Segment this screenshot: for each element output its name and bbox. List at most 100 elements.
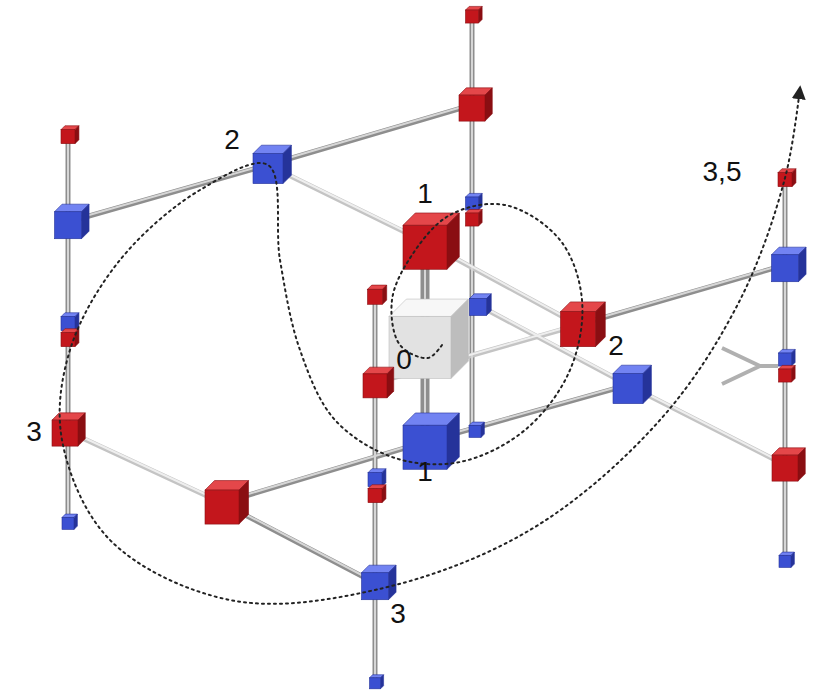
blue-cube <box>55 204 90 239</box>
blue-cube <box>613 365 651 403</box>
cube-front <box>362 573 389 600</box>
red-cube <box>466 6 483 23</box>
cube-side <box>389 565 397 600</box>
cube-side <box>799 247 807 282</box>
cube-front <box>778 173 792 187</box>
rods <box>65 14 785 682</box>
red-cube <box>363 367 394 398</box>
red-cube <box>61 126 79 144</box>
cube-front <box>61 130 75 144</box>
cube-side <box>239 481 249 525</box>
red-cube <box>52 413 85 446</box>
callout-number: 3,5 <box>703 158 742 186</box>
callout-number: 1 <box>417 180 433 208</box>
rod <box>268 105 472 165</box>
cube-side <box>479 6 483 23</box>
red-cube <box>459 88 492 121</box>
cube-front <box>62 517 74 529</box>
cube-side <box>479 209 483 226</box>
cube-side <box>447 213 459 269</box>
blue-cube <box>61 313 79 331</box>
rod-highlight <box>268 164 425 241</box>
blue-cube <box>62 514 77 529</box>
cube-front <box>253 154 283 184</box>
cube-side <box>596 302 606 347</box>
cube-side <box>82 204 90 239</box>
red-cube <box>561 302 606 347</box>
rod <box>222 442 425 503</box>
blue-cube <box>370 675 384 689</box>
red-cube <box>779 365 796 382</box>
spiral-line <box>60 88 800 604</box>
blue-cube <box>253 145 291 183</box>
red-cube <box>403 213 459 269</box>
rod <box>628 385 785 465</box>
cube-side <box>487 294 492 316</box>
cube-side <box>74 514 77 529</box>
cube-front <box>772 255 799 282</box>
cube-side <box>283 145 291 183</box>
cube-front <box>205 490 239 524</box>
cube-side <box>78 413 85 446</box>
rod-highlight <box>578 264 785 324</box>
blue-cube <box>772 247 807 282</box>
cube-side <box>792 365 796 382</box>
red-cube <box>61 329 79 347</box>
blue-cube <box>470 294 492 316</box>
cube-front <box>470 299 487 316</box>
cube-front <box>613 374 643 404</box>
red-cube <box>205 481 249 525</box>
cube-side <box>75 329 79 347</box>
cube-side <box>791 552 794 567</box>
cube-side <box>479 193 483 210</box>
cube-front <box>772 455 798 481</box>
blue-cube <box>368 469 386 487</box>
cube-front <box>368 289 383 304</box>
red-cube <box>368 285 387 304</box>
cube-side <box>447 413 459 469</box>
rod <box>65 430 222 503</box>
rod-highlight <box>222 441 425 502</box>
cube-side <box>383 285 387 304</box>
cube-front <box>469 425 481 437</box>
cubes <box>52 6 806 688</box>
rod <box>578 265 785 325</box>
cube-front <box>403 225 447 269</box>
blue-cube <box>779 349 796 366</box>
cube-side <box>485 88 492 121</box>
callout-number: 0 <box>396 346 412 374</box>
chevron-symbol <box>722 348 760 384</box>
white-cube <box>389 299 468 378</box>
cube-side <box>382 469 386 487</box>
rod-highlight <box>628 384 785 464</box>
cube-front <box>52 420 78 446</box>
cube-front <box>55 212 82 239</box>
cube-front <box>466 10 479 23</box>
cube-side <box>451 299 468 378</box>
cube-front <box>779 353 792 366</box>
spiral-path <box>60 88 800 604</box>
red-cube <box>772 448 805 481</box>
cube-side <box>643 365 651 403</box>
cube-front <box>363 374 387 398</box>
cube-side <box>387 367 394 398</box>
red-cube <box>368 485 386 503</box>
cube-front <box>389 316 451 378</box>
rod <box>268 165 425 242</box>
cube-front <box>779 369 792 382</box>
cube-side <box>798 448 805 481</box>
rod-highlight <box>68 164 268 221</box>
rod-highlight <box>65 429 222 502</box>
cube-side <box>792 169 796 187</box>
callout-number: 3 <box>390 600 406 628</box>
cube-side <box>382 485 386 503</box>
cube-side <box>381 675 384 689</box>
rod-highlight <box>268 104 472 164</box>
blue-cube <box>469 422 484 437</box>
cube-side <box>481 422 484 437</box>
cube-front <box>370 678 381 689</box>
chevron-stem <box>760 364 778 368</box>
callout-number: 3 <box>26 418 42 446</box>
